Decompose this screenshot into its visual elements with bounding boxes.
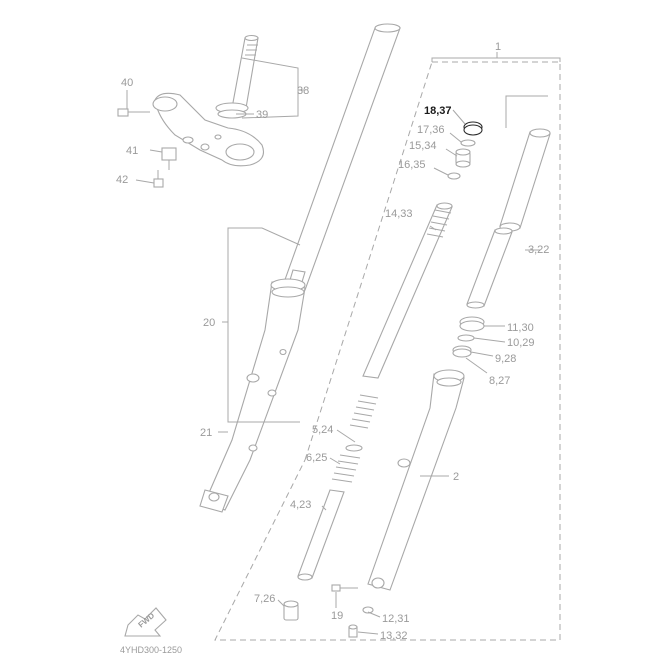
clamp-41 [161,147,177,170]
outer-tube-left [199,278,306,513]
leader-lines-right [277,95,548,635]
spring-main [345,394,379,452]
oil-seal-11 [459,316,485,332]
steering-stem [215,34,259,119]
drain-bolt-19 [331,584,358,592]
label-38: 38 [297,85,309,97]
spacer-15 [455,148,471,168]
label-17-36: 17,36 [417,124,445,136]
label-3-22: 3,22 [528,244,549,256]
label-41: 41 [126,145,138,157]
label-9-28: 9,28 [495,353,516,365]
label-2: 2 [453,471,459,483]
part-labels: 1 2 3,22 4,23 5,24 6,25 7,26 8,27 9,28 1… [116,41,549,655]
label-4-23: 4,23 [290,499,311,511]
label-16-35: 16,35 [398,159,426,171]
label-19: 19 [331,610,343,622]
spring-rebound [331,454,361,483]
label-7-26: 7,26 [254,593,275,605]
damper-rod [362,202,453,379]
label-20: 20 [203,317,215,329]
assembly-boundary [214,52,561,641]
leader-lines-left [126,57,304,433]
label-14-33: 14,33 [385,208,413,220]
damper-cylinder [297,489,345,581]
inner-tube [281,23,401,291]
diagram-code: 4YHD300-1250 [120,645,182,655]
label-18-37: 18,37 [424,105,452,117]
bolt-40 [117,108,150,117]
cap-bolt-18 [463,121,483,136]
oil-lock-piece [283,600,299,621]
spacer-tube-upper [499,128,551,232]
washer-9 [452,345,472,358]
label-13-32: 13,32 [380,630,408,642]
forward-arrow-icon: FWD [124,607,167,637]
label-15-34: 15,34 [409,140,437,152]
label-40: 40 [121,77,133,89]
bolt-13 [348,624,358,638]
label-6-25: 6,25 [306,452,327,464]
label-12-31: 12,31 [382,613,410,625]
lower-bracket [152,92,265,167]
washer-16 [447,172,461,180]
label-21: 21 [200,427,212,439]
outer-tube-right [367,369,465,591]
label-8-27: 8,27 [489,375,510,387]
washer-12 [362,606,374,614]
label-1: 1 [495,41,501,53]
bolt-42 [153,170,164,188]
label-5-24: 5,24 [312,424,333,436]
label-10-29: 10,29 [507,337,535,349]
label-39: 39 [256,109,268,121]
spacer-3 [466,227,513,309]
label-11-30: 11,30 [507,322,534,334]
o-ring-17 [460,139,476,147]
label-42: 42 [116,174,128,186]
clip-10 [457,334,475,342]
